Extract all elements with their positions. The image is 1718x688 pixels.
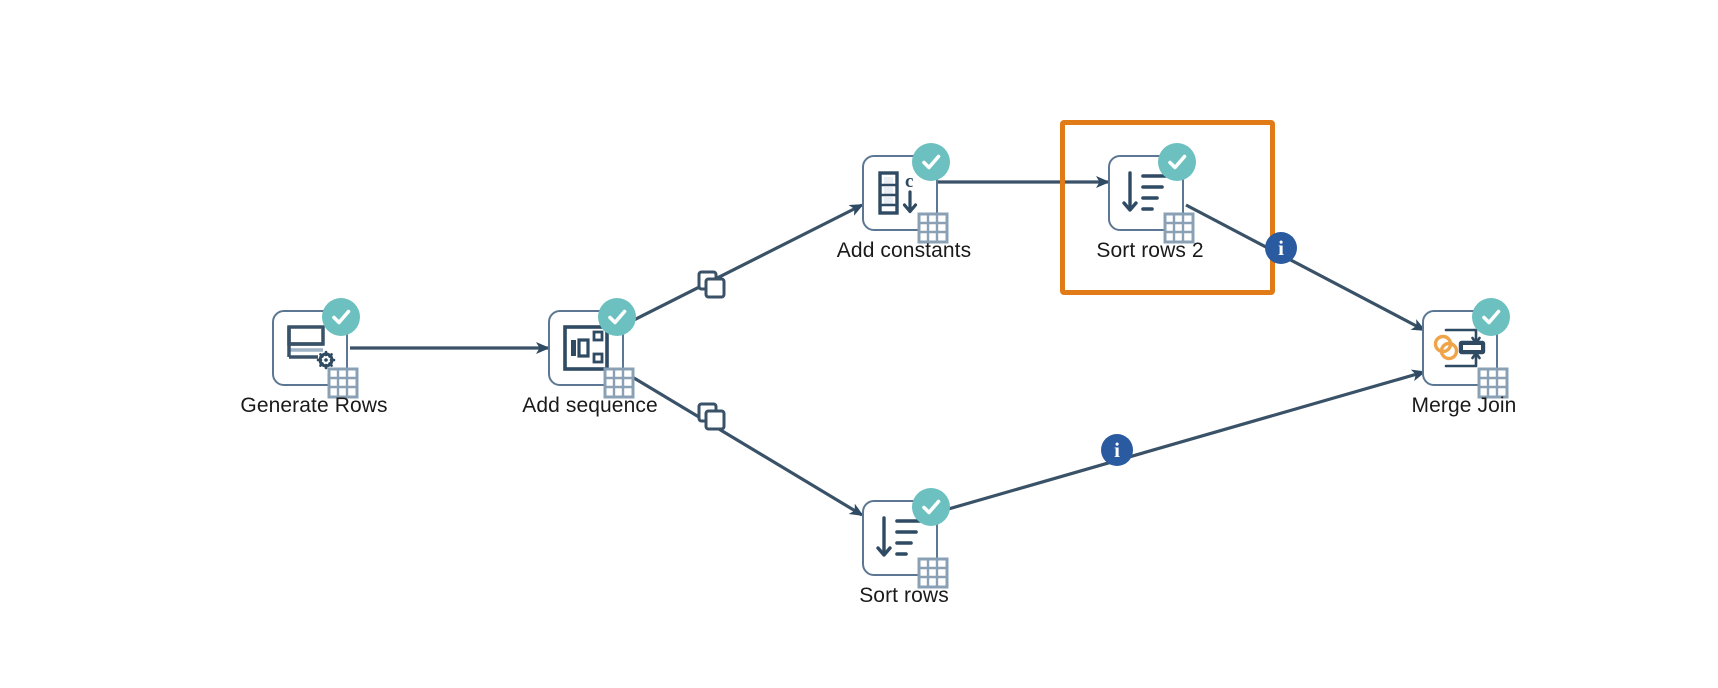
node-add-constants[interactable]: c Add constants (837, 143, 971, 275)
output-grid-badge (327, 367, 359, 399)
node-sort-rows[interactable]: Sort rows (859, 488, 950, 620)
hop-add-sequence-to-add-constants[interactable] (623, 203, 864, 327)
sort-descending-icon (1122, 171, 1168, 212)
node-sort-rows-2[interactable]: Sort rows 2 (1096, 143, 1204, 275)
node-add-sequence-label: Add sequence (522, 394, 658, 417)
hop-add-sequence-to-sort-rows[interactable] (623, 370, 864, 517)
node-add-constants-label: Add constants (836, 239, 972, 262)
status-badge-success (1158, 143, 1196, 181)
status-badge-success (912, 488, 950, 526)
selection-highlight-sort-rows-2 (1060, 120, 1275, 295)
output-grid-badge (603, 367, 635, 399)
document-gear-icon (287, 325, 336, 370)
status-badge-success (598, 298, 636, 336)
node-add-sequence-box[interactable] (548, 298, 636, 399)
node-generate-rows-label: Generate Rows (240, 394, 388, 417)
status-badge-success (1472, 298, 1510, 336)
node-sort-rows-label: Sort rows (859, 584, 949, 607)
merge-join-icon (1433, 328, 1486, 368)
svg-text:c: c (905, 171, 913, 192)
output-grid-badge (917, 212, 949, 244)
node-sort-rows-box[interactable] (862, 488, 950, 589)
node-merge-join-box[interactable] (1422, 298, 1510, 399)
node-add-sequence[interactable]: Add sequence (522, 298, 658, 430)
status-badge-success (912, 143, 950, 181)
sequence-block-icon (563, 325, 609, 371)
copy-rows-icon-lower[interactable] (697, 402, 727, 432)
output-grid-badge (1477, 367, 1509, 399)
node-generate-rows[interactable]: Generate Rows (240, 298, 388, 430)
hop-info-icon-lower[interactable]: i (1101, 434, 1133, 466)
status-badge-success (322, 298, 360, 336)
node-generate-rows-box[interactable] (272, 298, 360, 399)
hop-sort-rows-to-merge-join[interactable] (937, 369, 1426, 514)
node-sort-rows-2-box[interactable] (1108, 143, 1196, 244)
copy-rows-icon-upper[interactable] (697, 270, 727, 300)
hop-info-icon-upper[interactable]: i (1265, 232, 1297, 264)
node-add-constants-box[interactable]: c (862, 143, 950, 244)
output-grid-badge (917, 557, 949, 589)
sort-descending-icon (876, 516, 922, 557)
output-grid-badge (1163, 212, 1195, 244)
node-merge-join-label: Merge Join (1411, 394, 1517, 417)
node-sort-rows-2-label: Sort rows 2 (1096, 239, 1204, 262)
constants-column-icon: c (878, 171, 918, 215)
node-merge-join[interactable]: Merge Join (1412, 298, 1516, 430)
